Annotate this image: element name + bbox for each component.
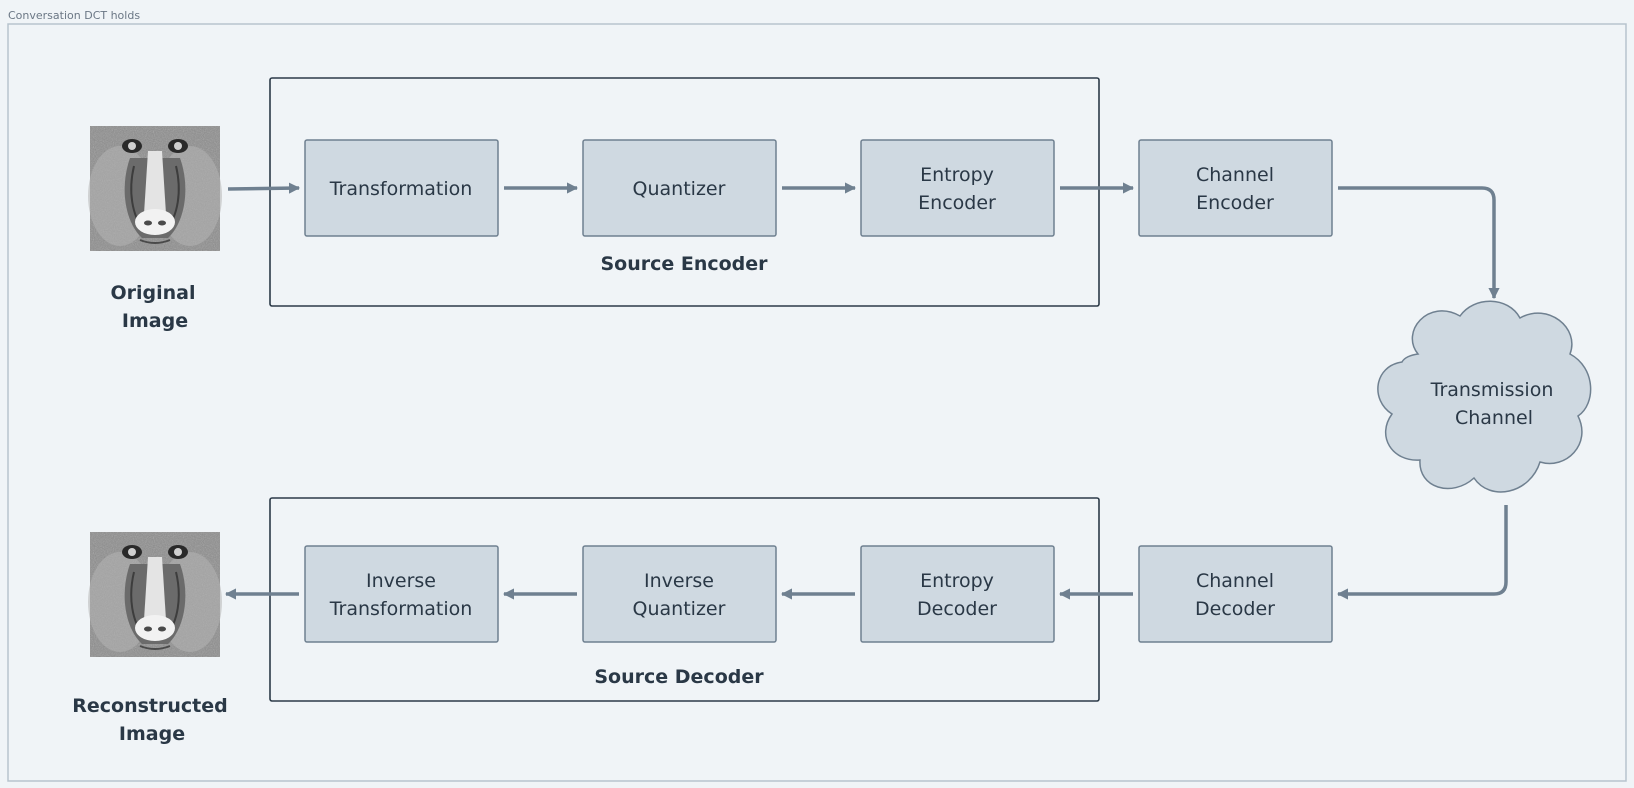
inverse-quantizer-label-line1: Inverse [644,570,714,592]
inverse-quantizer-label-line2: Quantizer [633,598,726,620]
source-decoder-label: Source Decoder [594,666,764,688]
entropy-decoder-label-line2: Decoder [917,598,997,620]
inverse-quantizer-node: Inverse Quantizer [582,545,777,643]
channel-encoder-label-line1: Channel [1196,164,1274,186]
transmission-channel-label-line2: Channel [1455,407,1533,429]
transmission-channel-node: Transmission Channel [1377,300,1592,493]
inverse-transformation-label-line1: Inverse [366,570,436,592]
entropy-encoder-label-line2: Encoder [918,192,996,214]
outer-frame [7,23,1627,782]
original-image-label-line1: Original [110,282,195,304]
source-decoder-group [269,497,1100,702]
inverse-transformation-node: Inverse Transformation [304,545,499,643]
entropy-encoder-label-line1: Entropy [920,164,994,186]
original-image-label-line2: Image [122,310,188,332]
reconstructed-image-label-line1: Reconstructed [72,695,227,717]
source-encoder-label: Source Encoder [600,253,768,275]
arrow-channel-encoder-to-transmission [1338,186,1500,300]
reconstructed-image [88,532,222,657]
inverse-transformation-label-line2: Transformation [329,598,473,620]
quantizer-label: Quantizer [633,178,726,200]
channel-decoder-label-line1: Channel [1196,570,1274,592]
channel-decoder-label-line2: Decoder [1195,598,1275,620]
original-image [88,126,222,251]
arrow-original-to-transformation [227,182,301,194]
transformation-node: Transformation [304,139,499,237]
transmission-channel-label-line1: Transmission [1430,379,1554,401]
quantizer-node: Quantizer [582,139,777,237]
reconstructed-image-label-line2: Image [119,723,185,745]
transformation-label: Transformation [329,178,473,200]
channel-decoder-node: Channel Decoder [1138,545,1333,643]
entropy-encoder-node: Entropy Encoder [860,139,1055,237]
arrow-transmission-to-channel-decoder [1336,505,1508,600]
entropy-decoder-label-line1: Entropy [920,570,994,592]
source-encoder-group [269,77,1100,307]
frame-title: Conversation DCT holds [8,9,141,22]
channel-encoder-label-line2: Encoder [1196,192,1274,214]
channel-encoder-node: Channel Encoder [1138,139,1333,237]
entropy-decoder-node: Entropy Decoder [860,545,1055,643]
